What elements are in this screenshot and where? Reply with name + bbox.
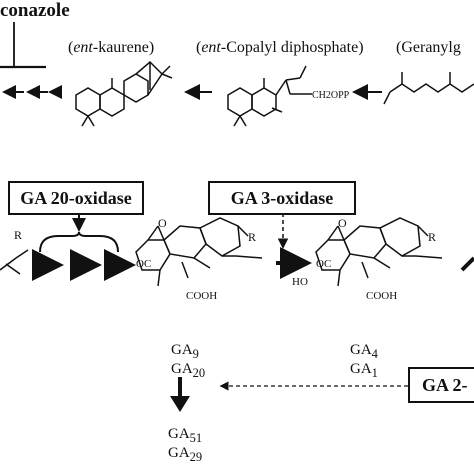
ga1-label: GA1 (350, 361, 378, 381)
ga4-sub: 4 (371, 347, 378, 361)
down-arrow (170, 377, 190, 412)
ent-kaurene-structure (75, 60, 173, 127)
ggpp-label: (Geranylg (396, 39, 461, 56)
ga29-base: GA (168, 445, 190, 461)
inhibitor-label: conazole (0, 0, 70, 21)
ga4-label: GA4 (350, 342, 378, 362)
ga29-sub: 29 (189, 450, 203, 464)
ent-cpp-prefix: ( (196, 39, 202, 56)
ga3ox-box: GA 3-oxidase (208, 181, 356, 215)
ent-kaurene-ital: ent (73, 39, 93, 56)
cooh-mid: COOH (186, 290, 218, 302)
ent-cpp-ital: ent (201, 39, 221, 56)
lower-row-arrows (32, 247, 474, 281)
r-mid: R (248, 230, 257, 244)
r-right: R (428, 230, 437, 244)
ga29-label: GA29 (168, 445, 202, 465)
ga-structure-middle (135, 217, 263, 287)
ga-structure-right (315, 217, 443, 287)
ga51-base: GA (168, 426, 190, 442)
ggpp-structure (383, 72, 474, 105)
left-partial-structure (0, 249, 29, 275)
ent-cpp-structure (227, 65, 312, 127)
ch2opp-label: CH2OPP (312, 90, 350, 101)
ga20ox-box: GA 20-oxidase (8, 181, 144, 215)
cooh-right: COOH (366, 290, 398, 302)
ent-kaurene-rest: -kaurene) (92, 39, 155, 56)
ga9-base: GA (171, 342, 193, 358)
ga9-sub: 9 (192, 347, 199, 361)
o-mid: O (158, 216, 167, 230)
ga51-sub: 51 (189, 431, 203, 445)
ga1-sub: 1 (371, 366, 378, 380)
ent-kaurene-label: (ent-kaurene) (68, 39, 154, 57)
ga51-label: GA51 (168, 426, 202, 446)
oc-mid: OC (136, 258, 152, 270)
inhibition-bar (0, 22, 46, 69)
ga20-base: GA (171, 361, 193, 377)
ent-cpp-rest: -Copalyl diphosphate) (220, 39, 364, 56)
ga20-sub: 20 (192, 366, 206, 380)
ent-cpp-label: (ent-Copalyl diphosphate) (196, 39, 364, 57)
o-right: O (338, 216, 347, 230)
ga1-base: GA (350, 361, 372, 377)
ga2ox-box: GA 2- (408, 367, 474, 403)
ga4-base: GA (350, 342, 372, 358)
ho-label: HO (292, 276, 308, 288)
oc-right: OC (316, 258, 332, 270)
r-left: R (14, 228, 23, 242)
ga20ox-bracket (39, 215, 119, 253)
ga20-label: GA20 (171, 361, 205, 381)
ga9-label: GA9 (171, 342, 199, 362)
ent-kaurene-prefix: ( (68, 39, 74, 56)
